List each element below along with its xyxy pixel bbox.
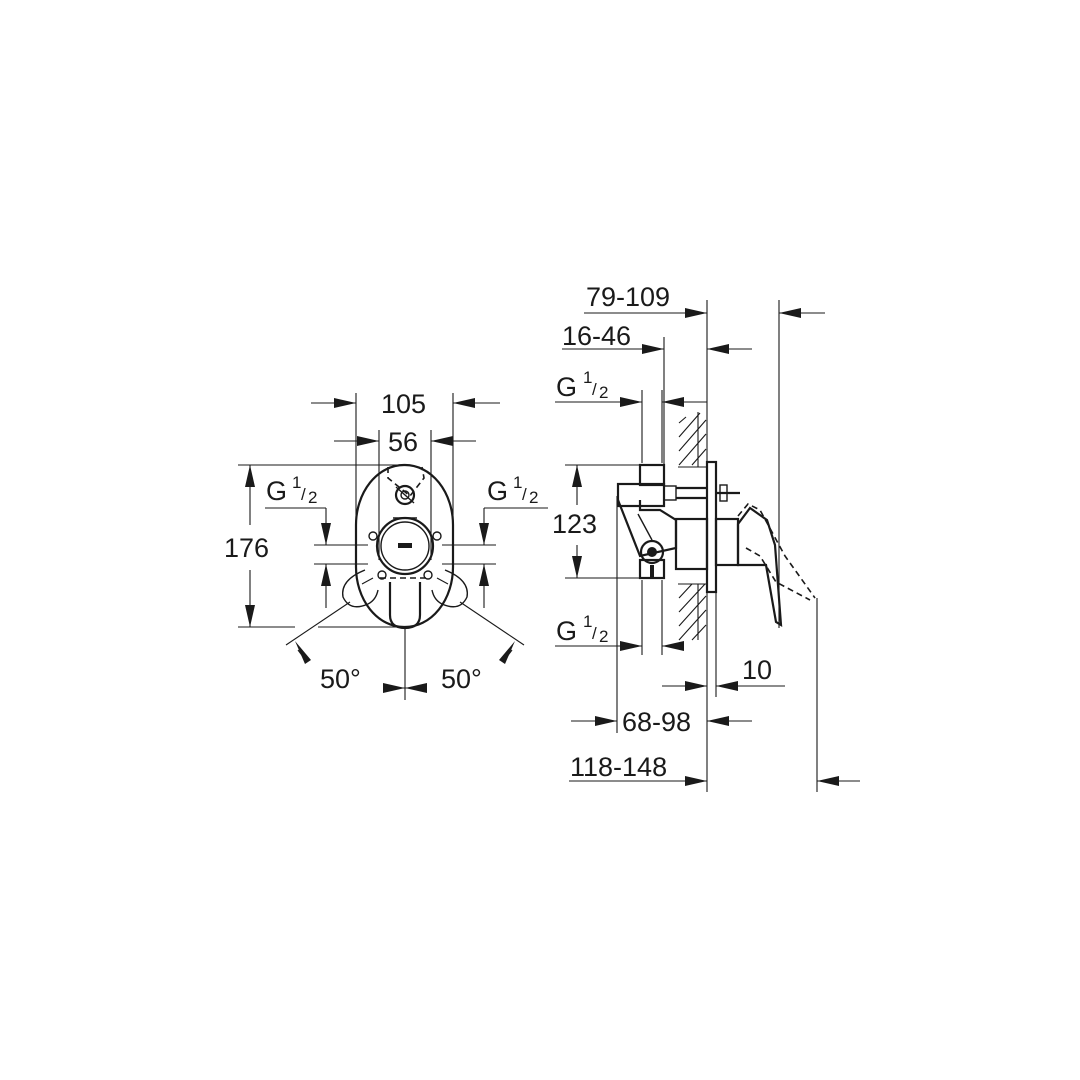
side-lever [736, 506, 783, 628]
thread-left-g: G [266, 476, 287, 506]
cartridge [375, 516, 435, 576]
front-view: 105 56 176 G 1 / 2 G 1 / 2 50° 50° [224, 389, 548, 700]
side-view: 79-109 16-46 G 1 / 2 [552, 282, 860, 792]
dim-16-46: 16-46 [562, 321, 631, 351]
lever-handle [388, 582, 422, 630]
dim-105: 105 [381, 389, 426, 419]
svg-text:1: 1 [583, 612, 592, 631]
angle-right: 50° [441, 664, 482, 694]
dim-176: 176 [224, 533, 269, 563]
svg-text:2: 2 [599, 383, 608, 402]
dim-123: 123 [552, 509, 597, 539]
thread-bottom-g: G [556, 616, 577, 646]
svg-text:2: 2 [308, 488, 317, 507]
mounting-plate [705, 460, 718, 594]
wall-section-top [678, 412, 707, 468]
thread-right-g: G [487, 476, 508, 506]
svg-text:/: / [592, 624, 597, 643]
escutcheon-hub [714, 517, 740, 567]
svg-text:1: 1 [583, 368, 592, 387]
valve-body [616, 463, 740, 580]
dim-10: 10 [742, 655, 772, 685]
dim-56: 56 [388, 427, 418, 457]
svg-text:1: 1 [513, 473, 522, 492]
diverter-knob [394, 484, 416, 506]
svg-text:/: / [301, 485, 306, 504]
svg-text:/: / [522, 485, 527, 504]
angle-left: 50° [320, 664, 361, 694]
thread-top-g: G [556, 372, 577, 402]
dim-79-109: 79-109 [586, 282, 670, 312]
svg-text:/: / [592, 380, 597, 399]
wall-section-bottom [678, 583, 707, 641]
svg-text:2: 2 [529, 488, 538, 507]
svg-text:2: 2 [599, 627, 608, 646]
svg-text:1: 1 [292, 473, 301, 492]
dim-68-98: 68-98 [622, 707, 691, 737]
dim-118-148: 118-148 [570, 752, 667, 782]
